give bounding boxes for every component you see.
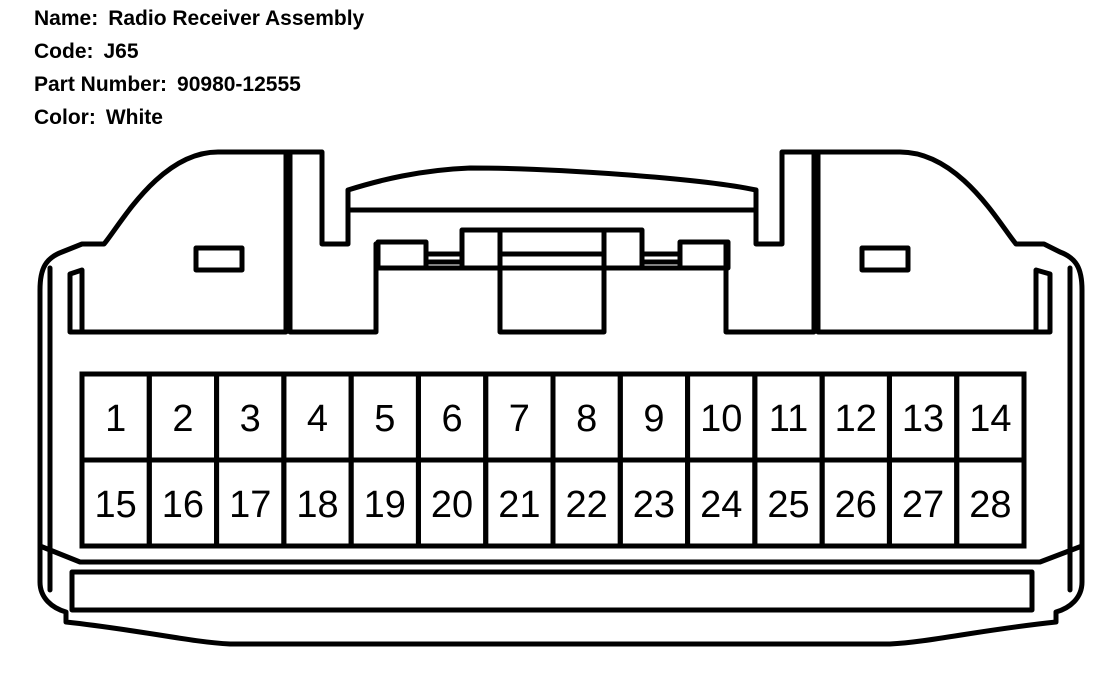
left-bay [67,149,379,335]
pin-cell-28 [954,457,1027,549]
housing-inner-wall [47,265,1073,593]
housing-outline [37,149,1085,647]
pin-label-17: 17 [229,484,271,526]
center-lock-left-tab [375,239,429,271]
pin-label-6: 6 [442,398,463,440]
pin-label-5: 5 [374,398,395,440]
center-lock-rails [423,251,683,265]
pin-label-4: 4 [307,398,328,440]
pin-label-25: 25 [767,484,809,526]
pin-label-8: 8 [576,398,597,440]
name-row: Name: Radio Receiver Assembly [34,4,364,37]
pin-label-21: 21 [498,484,540,526]
pin-label-24: 24 [700,484,742,526]
left-latch [193,245,245,273]
bottom-lip [37,543,1085,613]
pin-label-1: 1 [105,398,126,440]
pin-label-23: 23 [633,484,675,526]
code-label: Code: [34,40,94,63]
color-row: Color: White [34,103,364,136]
pin-label-26: 26 [835,484,877,526]
pin-label-7: 7 [509,398,530,440]
pin-label-10: 10 [700,398,742,440]
pin-label-11: 11 [769,398,808,440]
pin-label-27: 27 [902,484,944,526]
code-row: Code: J65 [34,37,364,70]
pin-label-22: 22 [566,484,608,526]
pin-label-12: 12 [835,398,877,440]
center-lock-housing [345,207,759,271]
color-label: Color: [34,106,96,129]
color-value: White [105,106,163,129]
pin-label-2: 2 [172,398,193,440]
part-number-value: 90980-12555 [177,73,301,96]
connector-info: Name: Radio Receiver Assembly Code: J65 Pa… [34,4,364,136]
center-lock-right-tab [677,239,731,271]
pin-label-18: 18 [296,484,338,526]
pin-label-16: 16 [162,484,204,526]
pin-label-14: 14 [969,398,1011,440]
code-value: J65 [103,40,139,63]
pin-label-28: 28 [969,484,1011,526]
center-lock-bar [459,227,645,271]
right-bay [723,149,1053,335]
right-latch [859,245,911,273]
pin-label-9: 9 [643,398,664,440]
name-value: Radio Receiver Assembly [108,7,365,30]
pin-label-13: 13 [902,398,944,440]
part-number-label: Part Number: [34,73,168,96]
pin-label-15: 15 [95,484,137,526]
pin-label-20: 20 [431,484,473,526]
pin-label-3: 3 [240,398,261,440]
part-number-row: Part Number: 90980-12555 [34,70,364,103]
center-lock-pawl [497,227,607,335]
pin-label-19: 19 [364,484,406,526]
name-label: Name: [34,7,99,30]
